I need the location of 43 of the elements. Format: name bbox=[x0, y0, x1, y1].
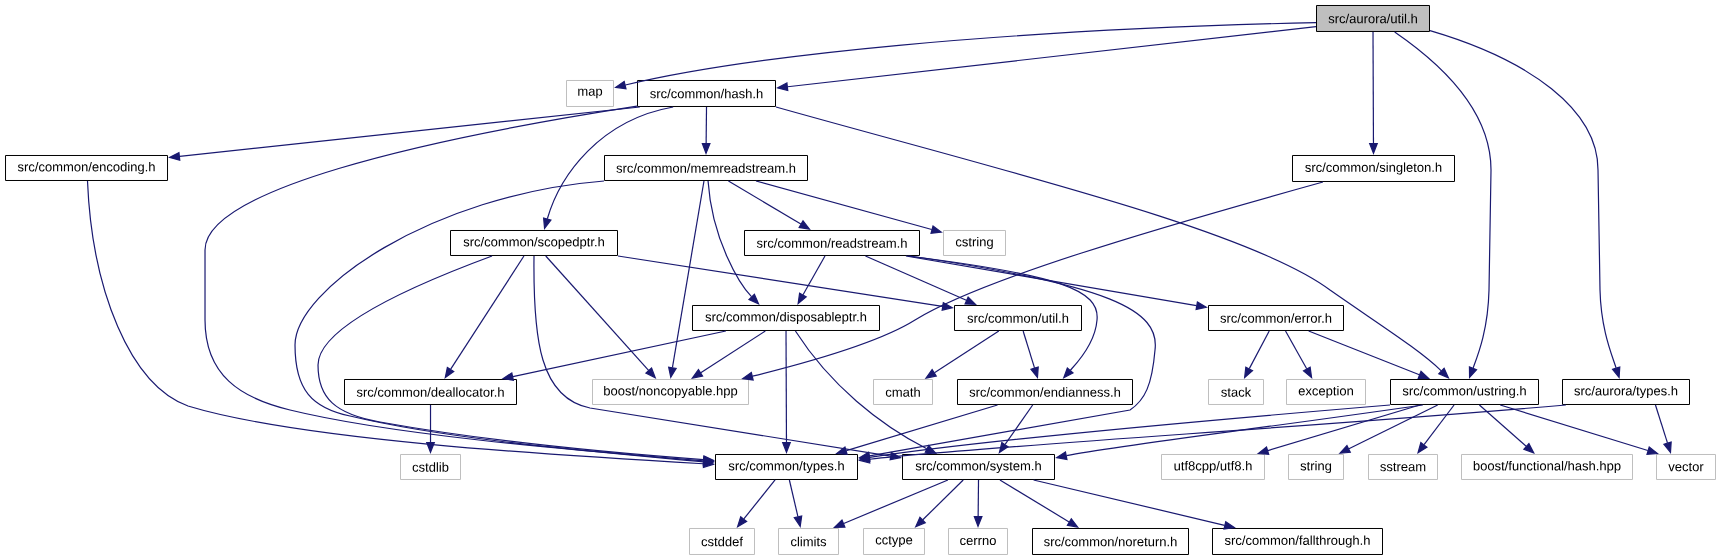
library-box: cmath bbox=[873, 379, 933, 405]
arrow bbox=[907, 255, 1098, 379]
file-box: src/common/error.h bbox=[1208, 305, 1344, 331]
library-box: vector bbox=[1656, 454, 1716, 480]
file-box: src/common/endianness.h bbox=[957, 379, 1133, 405]
arrow bbox=[1478, 404, 1535, 454]
library-box: string bbox=[1288, 454, 1344, 480]
library-box: stack bbox=[1208, 379, 1264, 405]
arrow bbox=[444, 255, 525, 379]
library-box: boost/functional/hash.hpp bbox=[1461, 454, 1633, 480]
selected-file-box: src/aurora/util.h bbox=[1316, 5, 1430, 32]
arrow bbox=[998, 404, 1034, 454]
library-box: sstream bbox=[1368, 454, 1438, 480]
library-box: utf8cpp/utf8.h bbox=[1161, 454, 1265, 480]
library-box: cstdlib bbox=[400, 454, 461, 480]
library-box: cerrno bbox=[948, 528, 1008, 555]
file-box: src/common/ustring.h bbox=[1390, 379, 1539, 405]
file-box: src/common/types.h bbox=[715, 454, 858, 480]
file-box: src/common/fallthrough.h bbox=[1212, 528, 1383, 555]
library-box: exception bbox=[1286, 379, 1366, 405]
library-box: boost/noncopyable.hpp bbox=[592, 379, 749, 405]
file-box: src/common/deallocator.h bbox=[344, 379, 517, 405]
library-box: cstring bbox=[943, 230, 1006, 256]
arrow bbox=[864, 255, 977, 305]
file-box: src/common/readstream.h bbox=[744, 230, 920, 256]
arrow bbox=[707, 180, 760, 305]
file-box: src/common/scopedptr.h bbox=[450, 230, 618, 256]
file-box: src/common/util.h bbox=[954, 305, 1082, 331]
file-box: src/common/noreturn.h bbox=[1032, 528, 1189, 555]
arrow bbox=[797, 255, 826, 305]
arrow bbox=[1417, 404, 1455, 454]
file-box: src/common/hash.h bbox=[637, 80, 776, 107]
file-box: src/aurora/types.h bbox=[1562, 379, 1690, 405]
file-box: src/common/singleton.h bbox=[1292, 155, 1455, 182]
file-box: src/common/memreadstream.h bbox=[604, 155, 808, 181]
arrow bbox=[1284, 330, 1313, 379]
library-box: cctype bbox=[863, 528, 925, 555]
file-box: src/common/system.h bbox=[902, 454, 1055, 480]
library-box: climits bbox=[778, 528, 839, 555]
library-box: map bbox=[566, 80, 614, 107]
file-box: src/common/encoding.h bbox=[5, 155, 168, 181]
library-box: cstddef bbox=[689, 528, 755, 555]
file-box: src/common/disposableptr.h bbox=[692, 305, 880, 331]
